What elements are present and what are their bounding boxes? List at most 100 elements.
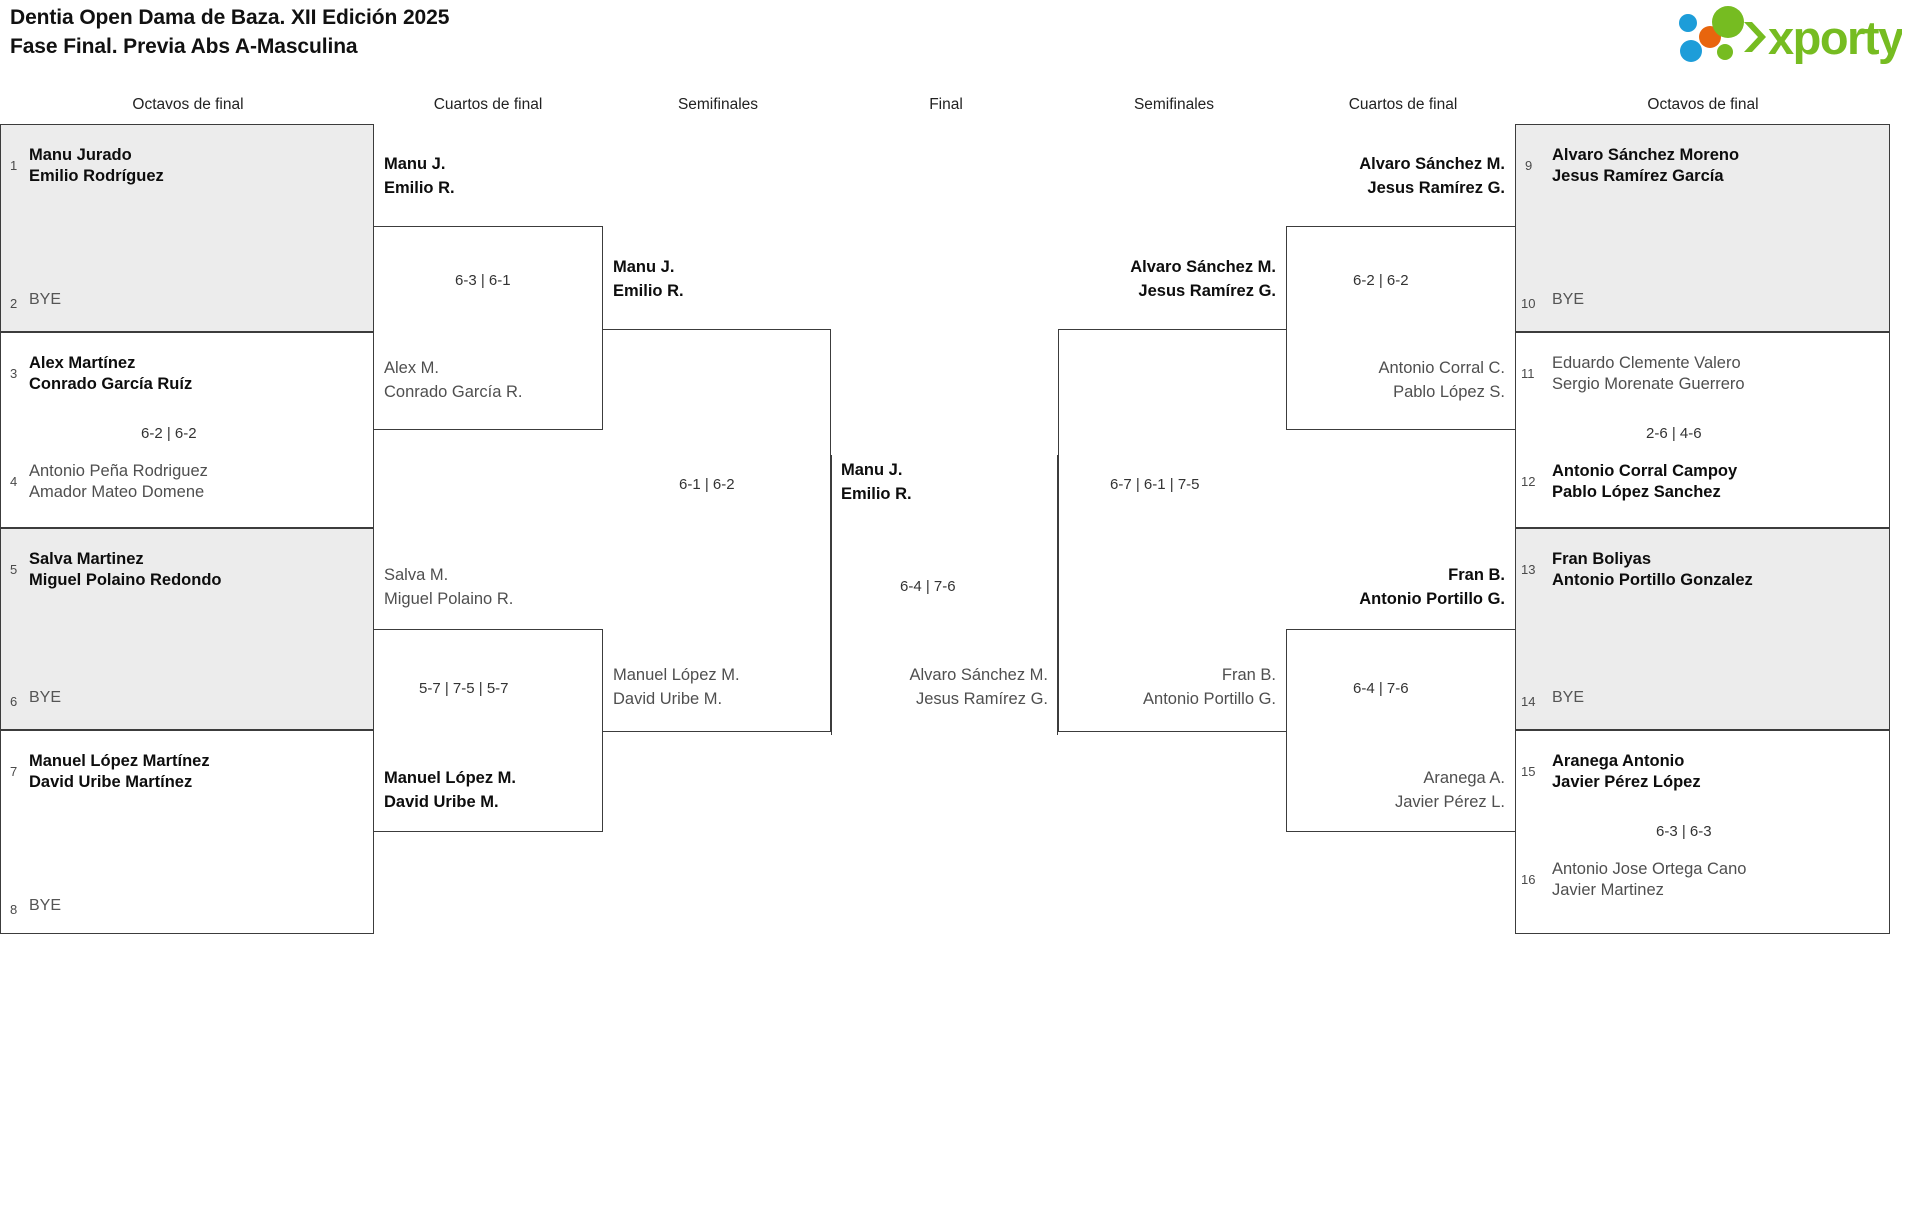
player-line-1: Manuel López Martínez — [29, 752, 210, 770]
match-score: 2-6 | 4-6 — [1646, 425, 1702, 442]
seed-number: 2 — [10, 296, 18, 311]
player-line-1: Antonio Corral Campoy — [1552, 462, 1738, 480]
qf-player-line-2: Conrado García R. — [384, 383, 523, 401]
final-score: 6-4 | 7-6 — [900, 578, 956, 595]
qf-player-line-2: Pablo López S. — [1393, 383, 1505, 401]
seed-number: 15 — [1521, 764, 1536, 779]
player-line-2: Javier Martinez — [1552, 881, 1664, 899]
match-score: 6-2 | 6-2 — [141, 425, 197, 442]
player-line-2: Sergio Morenate Guerrero — [1552, 375, 1745, 393]
round-label-left-r16: Octavos de final — [132, 96, 244, 113]
qf-player-line-1: Salva M. — [384, 566, 449, 584]
player-line-1: Manu Jurado — [29, 146, 132, 164]
sf-player-line-1: Alvaro Sánchez M. — [1130, 258, 1276, 276]
round-label-right-r16: Octavos de final — [1647, 96, 1759, 113]
match-cell-r4[interactable]: 15 Aranega Antonio Javier Pérez López 6-… — [1515, 730, 1890, 934]
player-line-1: BYE — [29, 689, 62, 706]
seed-number: 10 — [1521, 296, 1536, 311]
qf-player-line-1: Manu J. — [384, 155, 446, 173]
player-line-1: Antonio Jose Ortega Cano — [1552, 860, 1747, 878]
seed-number: 9 — [1525, 158, 1533, 173]
player-line-1: Aranega Antonio — [1552, 752, 1685, 770]
player-line-1: Eduardo Clemente Valero — [1552, 354, 1741, 372]
seed-number: 1 — [10, 158, 18, 173]
match-cell-r1[interactable]: 9 Alvaro Sánchez Moreno Jesus Ramírez Ga… — [1515, 124, 1890, 332]
player-line-2: Amador Mateo Domene — [29, 483, 205, 501]
phase-name: Fase Final. Previa Abs A-Masculina — [10, 34, 358, 58]
seed-number: 8 — [10, 902, 18, 917]
qf-player-line-2: Miguel Polaino R. — [384, 590, 514, 608]
qf-player-line-2: Emilio R. — [384, 179, 455, 197]
sf-score: 6-1 | 6-2 — [679, 476, 735, 493]
player-line-1: Alvaro Sánchez Moreno — [1552, 146, 1740, 164]
final-winner-line-2: Emilio R. — [841, 485, 912, 503]
seed-number: 5 — [10, 562, 18, 577]
seed-number: 12 — [1521, 474, 1536, 489]
page-title: Dentia Open Dama de Baza. XII Edición 20… — [10, 4, 449, 61]
player-line-2: Miguel Polaino Redondo — [29, 571, 222, 589]
final-runnerup-line-2: Jesus Ramírez G. — [915, 690, 1048, 708]
match-cell-l1[interactable]: 1 Manu Jurado Emilio Rodríguez 2 BYE — [0, 124, 374, 332]
sf-player-line-2: David Uribe M. — [613, 690, 723, 708]
connector-l-qf1 — [374, 226, 603, 430]
qf-player-line-1: Alvaro Sánchez M. — [1359, 155, 1505, 173]
xporty-logo[interactable]: xporty — [1672, 6, 1902, 68]
sf-score: 6-7 | 6-1 | 7-5 — [1110, 476, 1200, 493]
qf-score-2: 5-7 | 7-5 | 5-7 — [419, 680, 509, 697]
player-line-1: BYE — [29, 897, 62, 914]
connector-l-qf2 — [374, 629, 603, 832]
seed-number: 6 — [10, 694, 18, 709]
seed-number: 7 — [10, 764, 18, 779]
seed-number: 4 — [10, 474, 18, 489]
seed-number: 11 — [1521, 366, 1535, 381]
match-cell-r3[interactable]: 13 Fran Boliyas Antonio Portillo Gonzale… — [1515, 528, 1890, 730]
connector-r-sf — [1058, 329, 1286, 732]
sf-player-line-2: Emilio R. — [613, 282, 684, 300]
seed-number: 3 — [10, 366, 18, 381]
qf-score-1: 6-3 | 6-1 — [455, 272, 511, 289]
round-label-right-sf: Semifinales — [1133, 96, 1215, 113]
qf-player-line-1: Alex M. — [384, 359, 440, 377]
player-line-2: Emilio Rodríguez — [29, 167, 164, 185]
player-line-2: Antonio Portillo Gonzalez — [1552, 571, 1753, 589]
qf-score-2: 6-4 | 7-6 — [1353, 680, 1409, 697]
round-label-left-qf: Cuartos de final — [433, 96, 543, 113]
qf-player-line-1: Aranega A. — [1423, 769, 1505, 787]
qf-score-1: 6-2 | 6-2 — [1353, 272, 1409, 289]
tournament-name: Dentia Open Dama de Baza. XII Edición 20… — [10, 6, 450, 29]
match-cell-l2[interactable]: 3 Alex Martínez Conrado García Ruíz 6-2 … — [0, 332, 374, 528]
qf-player-line-1: Manuel López M. — [384, 769, 516, 787]
seed-number: 14 — [1521, 694, 1536, 709]
sf-player-line-2: Antonio Portillo G. — [1143, 690, 1276, 708]
final-runnerup-line-1: Alvaro Sánchez M. — [909, 666, 1048, 684]
round-label-right-qf: Cuartos de final — [1348, 96, 1458, 113]
player-line-1: Fran Boliyas — [1552, 550, 1652, 568]
match-cell-l3[interactable]: 5 Salva Martinez Miguel Polaino Redondo … — [0, 528, 374, 730]
round-label-left-sf: Semifinales — [677, 96, 759, 113]
connector-r-qf2 — [1286, 629, 1515, 832]
seed-number: 16 — [1521, 872, 1536, 887]
connector-final — [831, 455, 1058, 735]
player-line-1: Antonio Peña Rodriguez — [29, 462, 208, 480]
player-line-1: BYE — [1552, 291, 1585, 308]
qf-player-line-2: Antonio Portillo G. — [1359, 590, 1505, 608]
logo-wordmark: xporty — [1768, 11, 1902, 64]
final-winner-line-1: Manu J. — [841, 461, 903, 479]
match-cell-r2[interactable]: 11 Eduardo Clemente Valero Sergio Morena… — [1515, 332, 1890, 528]
sf-player-line-1: Fran B. — [1221, 666, 1276, 684]
qf-player-line-2: David Uribe M. — [384, 793, 499, 811]
player-line-2: Javier Pérez López — [1552, 773, 1701, 791]
player-line-1: BYE — [1552, 689, 1585, 706]
player-line-1: BYE — [29, 291, 62, 308]
player-line-2: David Uribe Martínez — [29, 773, 193, 791]
player-line-1: Salva Martinez — [29, 550, 144, 568]
qf-player-line-1: Antonio Corral C. — [1378, 359, 1505, 377]
qf-player-line-2: Javier Pérez L. — [1394, 793, 1505, 811]
match-cell-l4[interactable]: 7 Manuel López Martínez David Uribe Mart… — [0, 730, 374, 934]
sf-player-line-1: Manuel López M. — [613, 666, 740, 684]
match-score: 6-3 | 6-3 — [1656, 823, 1712, 840]
connector-r-qf1 — [1286, 226, 1515, 430]
player-line-1: Alex Martínez — [29, 354, 136, 372]
player-line-2: Jesus Ramírez García — [1552, 167, 1724, 185]
